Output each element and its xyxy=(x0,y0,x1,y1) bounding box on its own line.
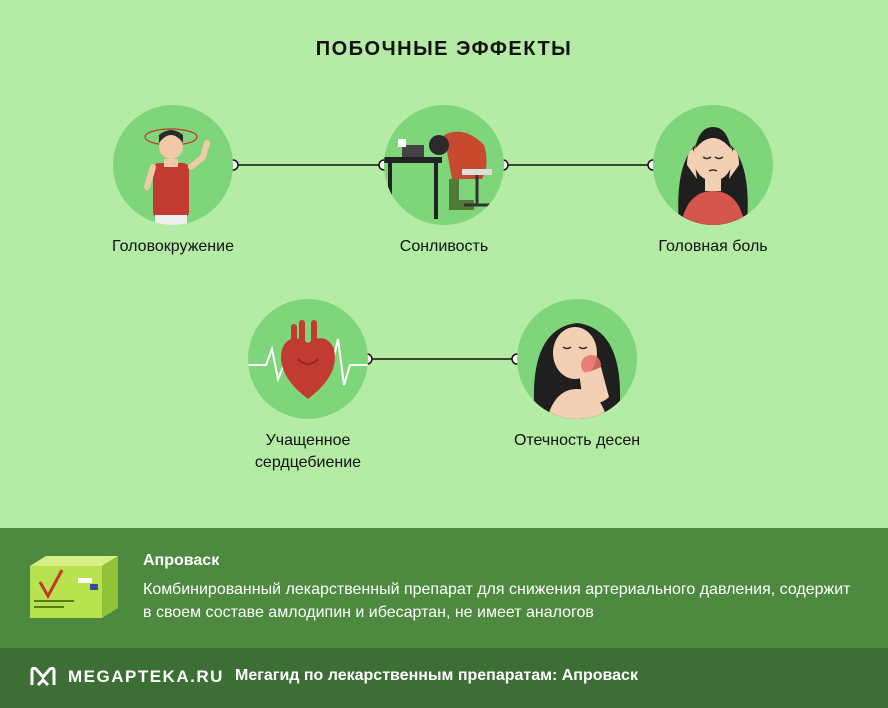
gum-swelling-icon xyxy=(517,299,637,419)
heart-palpitations-icon xyxy=(248,299,368,419)
dizziness-icon xyxy=(113,105,233,225)
footer-band xyxy=(0,648,888,708)
effect-label-headache: Головная боль xyxy=(658,238,768,255)
headache-icon xyxy=(653,105,773,225)
footer-tagline: Мегагид по лекарственным препаратам: Апр… xyxy=(235,667,638,684)
effect-label-drowsiness: Сонливость xyxy=(399,238,489,255)
effect-label-gum-swelling: Отечность десен xyxy=(513,432,641,449)
drug-info-band xyxy=(0,528,888,648)
brand-name[interactable]: MEGAPTEKA.RU xyxy=(68,667,224,686)
effect-label-palpitations: Учащенное сердцебиение xyxy=(254,432,362,471)
drowsiness-icon xyxy=(384,105,504,225)
page-title: ПОБОЧНЫЕ ЭФФЕКТЫ xyxy=(315,38,573,60)
drug-name: Апроваск xyxy=(143,552,220,569)
drug-description: Комбинированный лекарственный препарат д… xyxy=(143,581,851,621)
megapteka-logo-icon xyxy=(30,666,56,687)
drug-package-image xyxy=(26,556,118,623)
effect-label-dizziness: Головокружение xyxy=(112,238,234,255)
